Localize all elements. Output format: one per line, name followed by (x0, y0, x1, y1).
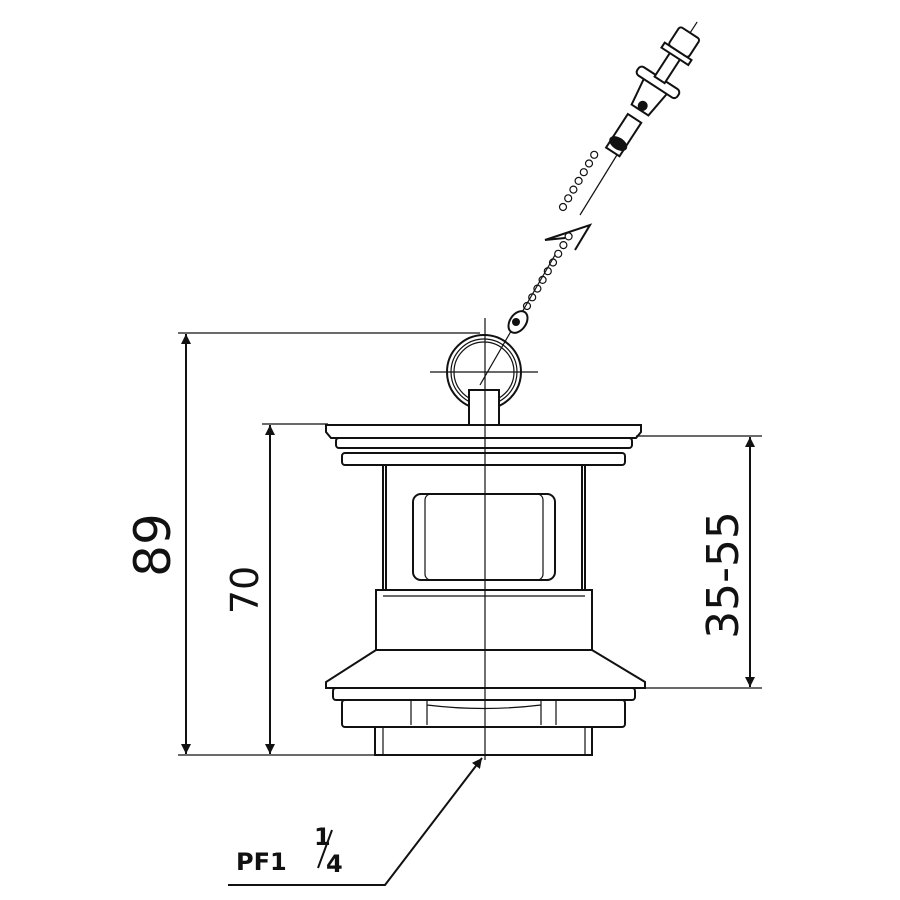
break-symbol (544, 223, 593, 251)
dimension-89-label: 89 (124, 513, 182, 577)
chain-beads (522, 150, 599, 311)
dimension-35-55: 35-55 (636, 435, 762, 689)
chain-bead (574, 176, 583, 185)
chain-bead (558, 202, 568, 212)
chain-bead (590, 150, 599, 159)
dimension-89: 89 (124, 332, 480, 756)
window (412, 493, 556, 581)
chain-bead (538, 275, 547, 284)
chain-bead (543, 267, 552, 276)
pull-ring (446, 334, 522, 427)
chain-bead (569, 185, 578, 194)
chain-bead (554, 249, 563, 258)
stem (468, 389, 500, 427)
center-lines (430, 318, 538, 760)
chain-bead (528, 293, 537, 302)
nut (341, 699, 626, 728)
thread-fraction-denominator: 4 (326, 850, 343, 878)
chain-bead (584, 159, 594, 168)
thread-label: PF1 (236, 848, 287, 876)
chain-bead (548, 258, 558, 267)
thread-fraction-numerator: 1 (314, 823, 331, 851)
chain-bead (579, 168, 588, 177)
chain-bead (533, 284, 542, 293)
thread (374, 726, 593, 756)
chain-bead (564, 232, 573, 241)
dimension-35-55-label: 35-55 (698, 511, 749, 639)
chain-bead (559, 241, 568, 250)
dimension-70: 70 (223, 423, 328, 754)
chain-bead (564, 194, 573, 203)
thread-leader: PF1 1 4 (228, 757, 483, 886)
dimension-70-label: 70 (223, 566, 267, 614)
bolt-assembly (604, 21, 701, 158)
chain-assembly (479, 21, 701, 386)
chain-bead (522, 301, 532, 311)
